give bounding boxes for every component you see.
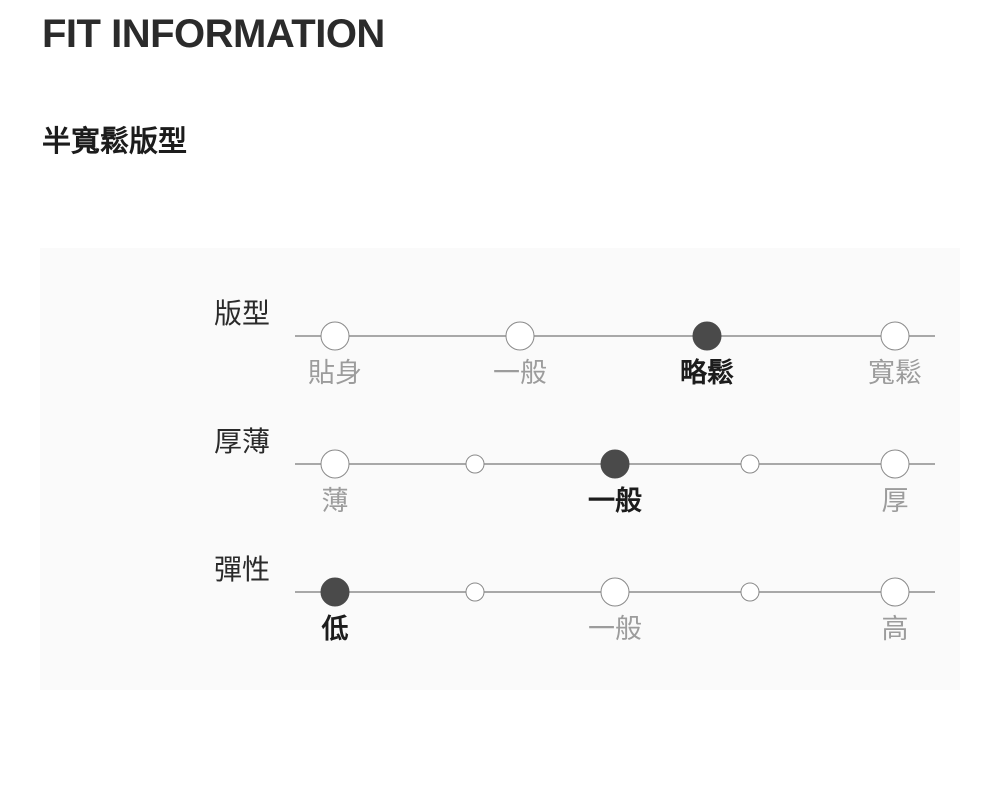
- scale-row-label: 版型: [213, 298, 270, 329]
- scale-dot-selected[interactable]: [320, 577, 350, 607]
- scale-track: 貼身 一般 略鬆 寬鬆: [295, 268, 935, 396]
- scale-dot[interactable]: [505, 321, 535, 351]
- scale-row-label: 厚薄: [213, 426, 270, 457]
- scale-dot-label: 厚: [881, 486, 909, 516]
- fit-type-subtitle: 半寬鬆版型: [42, 126, 188, 158]
- fit-scales-panel: 版型貼身一般略鬆寬鬆厚薄薄一般厚彈性低一般高: [40, 248, 960, 690]
- scale-dot-label: 高: [881, 614, 909, 644]
- scale-track: 低 一般 高: [295, 524, 935, 652]
- scale-dot[interactable]: [465, 454, 485, 474]
- scale-row: 彈性低 一般 高: [40, 524, 960, 652]
- scale-dot-label: 一般: [493, 358, 547, 388]
- scale-dot[interactable]: [880, 321, 910, 351]
- scale-row-label: 彈性: [213, 554, 270, 585]
- scale-track: 薄 一般 厚: [295, 396, 935, 524]
- scale-dot[interactable]: [600, 577, 630, 607]
- scale-dot[interactable]: [320, 449, 350, 479]
- scale-dot-label: 薄: [321, 486, 349, 516]
- scale-dot-label: 貼身: [308, 358, 362, 388]
- scale-dot-label: 寬鬆: [868, 358, 922, 388]
- scale-dot[interactable]: [320, 321, 350, 351]
- scale-dot[interactable]: [880, 577, 910, 607]
- scale-dot-label: 一般: [588, 486, 642, 516]
- scale-dot[interactable]: [740, 582, 760, 602]
- scale-track-line: [295, 335, 935, 337]
- scale-dot[interactable]: [465, 582, 485, 602]
- scale-dot-label: 略鬆: [680, 358, 734, 388]
- scale-dot-selected[interactable]: [600, 449, 630, 479]
- scale-row: 厚薄薄 一般 厚: [40, 396, 960, 524]
- scale-dot-selected[interactable]: [692, 321, 722, 351]
- scale-dot-label: 一般: [588, 614, 642, 644]
- scale-dot[interactable]: [740, 454, 760, 474]
- scale-dot[interactable]: [880, 449, 910, 479]
- scale-dot-label: 低: [321, 614, 349, 644]
- page-title: FIT INFORMATION: [42, 12, 385, 56]
- scale-row: 版型貼身 一般 略鬆 寬鬆: [40, 268, 960, 396]
